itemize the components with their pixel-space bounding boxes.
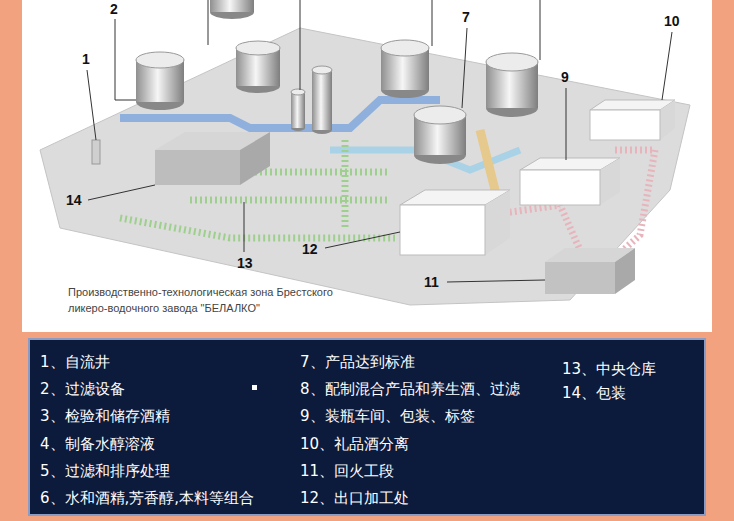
building-front xyxy=(400,205,485,255)
caption-text: Производственно-технологическая зона Бре… xyxy=(68,284,360,316)
building-side xyxy=(240,132,270,185)
leader-line xyxy=(325,232,400,248)
column xyxy=(312,66,332,134)
tank-top xyxy=(236,41,280,55)
tank-body xyxy=(291,92,305,128)
building xyxy=(520,158,620,205)
tank-top xyxy=(381,40,429,56)
conveyor xyxy=(342,140,349,230)
legend-item: 9、装瓶车间、包装、标签 xyxy=(300,407,475,425)
dot xyxy=(252,385,257,390)
ground-slab xyxy=(40,28,690,305)
leader-line xyxy=(208,0,209,45)
callout-number: 1 xyxy=(82,51,90,68)
leader-line xyxy=(87,70,96,140)
tank-top xyxy=(291,89,305,95)
building-side xyxy=(600,158,620,205)
tank xyxy=(236,41,280,93)
callout-number: 12 xyxy=(302,241,318,258)
tank xyxy=(414,106,466,164)
legend-item: 3、检验和储存酒精 xyxy=(40,407,170,425)
callout-number: 13 xyxy=(237,255,253,272)
callout-number: 7 xyxy=(462,9,470,26)
leader-lines xyxy=(87,0,672,282)
callout-number: 2 xyxy=(110,1,118,18)
legend-item: 5、过滤和排序处理 xyxy=(40,462,170,480)
legend-item: 4、制备水醇溶液 xyxy=(40,435,155,453)
building-front xyxy=(545,262,615,294)
callout-number: 9 xyxy=(561,69,569,86)
tank-top xyxy=(136,52,184,68)
conveyor xyxy=(250,169,390,176)
leader-line xyxy=(462,28,467,108)
tank-top xyxy=(414,106,466,124)
conveyor xyxy=(190,197,390,204)
leader-line xyxy=(540,0,541,60)
legend-item: 11、回火工段 xyxy=(300,462,394,480)
legend-item: 2、过滤设备 xyxy=(40,380,125,398)
tank-body xyxy=(210,0,254,12)
tank xyxy=(136,52,184,110)
leader-line xyxy=(244,202,245,252)
building xyxy=(400,190,510,255)
legend-item: 8、配制混合产品和养生酒、过滤 xyxy=(300,380,520,398)
building xyxy=(590,100,675,140)
tank-top xyxy=(486,53,538,71)
building-front xyxy=(590,110,660,140)
leader-line xyxy=(566,88,567,160)
building-side xyxy=(485,190,510,255)
tank xyxy=(291,89,305,131)
white-panel xyxy=(22,0,712,332)
building-side xyxy=(660,100,675,140)
column-body xyxy=(312,70,332,130)
building xyxy=(545,248,635,294)
callout-number: 10 xyxy=(664,13,680,30)
building-side xyxy=(615,248,635,294)
callout-number: 14 xyxy=(66,192,82,209)
column-top xyxy=(312,66,332,74)
tank xyxy=(381,40,429,98)
legend-item: 12、出口加工处 xyxy=(300,489,409,507)
well-symbol xyxy=(92,140,100,164)
building-front xyxy=(155,150,240,185)
leader-line xyxy=(88,185,155,200)
building xyxy=(155,132,270,185)
leader-line xyxy=(115,19,136,100)
legend-item: 1、自流井 xyxy=(40,353,110,371)
legend-item: 6、水和酒精,芳香醇,本料等组合 xyxy=(40,489,254,507)
legend-panel xyxy=(29,339,705,515)
leader-line xyxy=(432,0,433,46)
leader-line xyxy=(662,32,672,100)
building-front xyxy=(520,170,600,205)
legend-item: 7、产品达到标准 xyxy=(300,353,415,371)
tank xyxy=(210,0,254,19)
leader-line xyxy=(300,0,301,90)
tank xyxy=(486,53,538,117)
legend-item: 13、中央仓库 xyxy=(562,360,656,378)
leader-line xyxy=(447,280,545,282)
legend-item: 10、礼品酒分离 xyxy=(300,435,409,453)
conveyor xyxy=(120,218,395,238)
callout-number: 11 xyxy=(424,274,439,291)
legend-item: 14、包装 xyxy=(562,384,626,402)
